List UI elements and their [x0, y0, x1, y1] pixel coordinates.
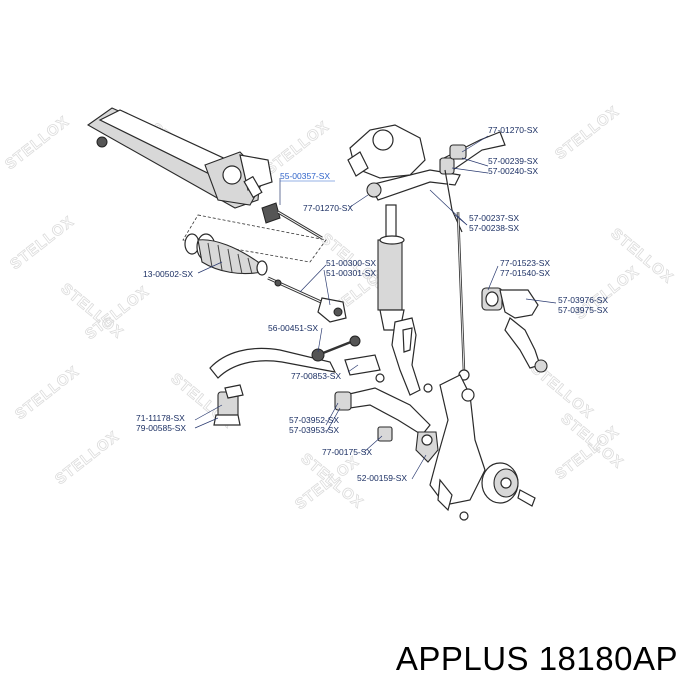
- part-label: 77-00853-SX: [291, 371, 341, 381]
- part-label: 57-00240-SX: [488, 166, 538, 176]
- part-label: 57-03975-SX: [558, 305, 608, 315]
- part-caption: APPLUS 18180AP: [395, 640, 678, 677]
- part-labels: 77-01270-SX 57-00239-SX 57-00240-SX 55-0…: [136, 125, 608, 483]
- fork-bracket: [391, 317, 421, 396]
- strut-mount: [347, 124, 426, 179]
- part-label: 79-00585-SX: [136, 423, 186, 433]
- part-label-highlighted: 55-00357-SX: [280, 171, 330, 181]
- part-label: 57-03952-SX: [289, 415, 339, 425]
- stabilizer-link: [456, 211, 470, 381]
- watermark: STELLOX: [2, 113, 72, 173]
- ball-joint: [415, 431, 439, 463]
- stabilizer-end-link: [311, 335, 361, 362]
- part-label: 57-00237-SX: [469, 213, 519, 223]
- part-label: 13-00502-SX: [143, 269, 193, 279]
- part-label: 71-11178-SX: [136, 413, 185, 423]
- watermark: STELLOX: [552, 103, 622, 163]
- stabilizer-bar: [209, 347, 337, 426]
- leader-lines: [194, 135, 557, 480]
- rack-boot: [184, 233, 268, 276]
- inner-tie-rod: [182, 202, 327, 263]
- part-label: 77-01270-SX: [488, 125, 538, 135]
- outer-tie-rod: [267, 276, 347, 323]
- part-label: 56-00451-SX: [268, 323, 318, 333]
- part-label: 77-01270-SX: [303, 203, 353, 213]
- watermark: STELLOX: [262, 118, 332, 178]
- part-label: 57-00238-SX: [469, 223, 519, 233]
- part-label: 51-00300-SX: [326, 258, 376, 268]
- watermark: STELLOX: [12, 363, 82, 423]
- part-label: 57-03953-SX: [289, 425, 339, 435]
- part-label: 77-00175-SX: [322, 447, 372, 457]
- watermark: STELLOX: [7, 213, 77, 273]
- part-label: 77-01523-SX: [500, 258, 550, 268]
- steering-rack: [86, 107, 273, 209]
- rear-control-arm: [481, 287, 548, 373]
- part-label: 52-00159-SX: [357, 473, 407, 483]
- part-label: 57-03976-SX: [558, 295, 608, 305]
- part-label: 77-01540-SX: [500, 268, 550, 278]
- watermark: STELLOX: [52, 428, 122, 488]
- lower-arm: [334, 354, 431, 442]
- steering-knuckle: [423, 374, 536, 521]
- part-label: 57-00239-SX: [488, 156, 538, 166]
- part-label: 51-00301-SX: [326, 268, 376, 278]
- shock-absorber: [377, 204, 405, 331]
